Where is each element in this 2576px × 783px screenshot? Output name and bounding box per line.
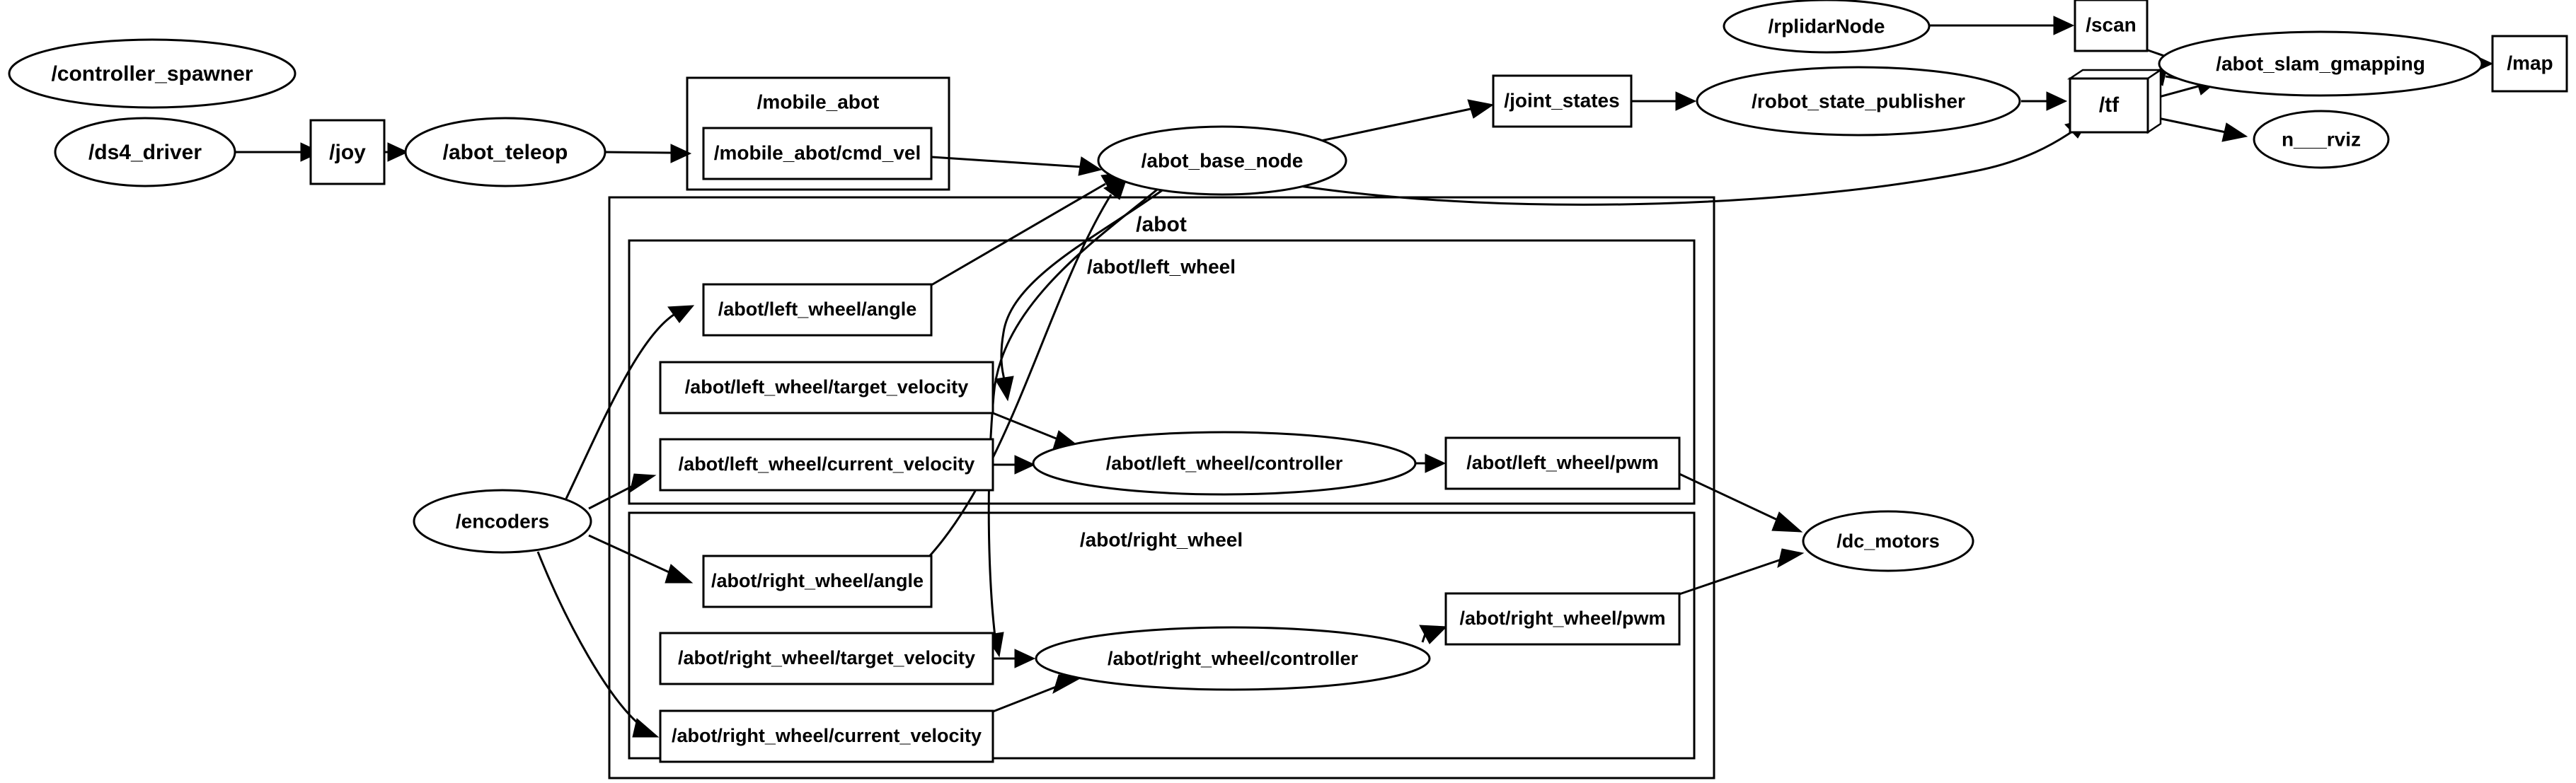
node-robot-state-publisher[interactable]: /robot_state_publisher: [1696, 66, 2021, 137]
edge-encoders-to-right-current-velocity: [536, 551, 660, 738]
abot-teleop-ellipse[interactable]: [404, 117, 606, 187]
rplidar-ellipse[interactable]: [1723, 0, 1931, 54]
edge-encoders-to-right-angle: [588, 534, 694, 584]
edge-right-pwm-to-dc-motors: [1679, 548, 1805, 596]
edge-right-controller-to-right-pwm: [1419, 625, 1448, 644]
edge-abot-base-node-to-left-target-velocity: [994, 184, 1170, 402]
right-wheel-controller-ellipse[interactable]: [1035, 626, 1431, 691]
abot-base-node-ellipse[interactable]: [1097, 125, 1347, 196]
right-wheel-current-velocity-box[interactable]: [659, 709, 994, 763]
node-left-wheel-angle[interactable]: /abot/left_wheel/angle: [702, 283, 933, 337]
edge-right-current-velocity-to-right-controller: [992, 674, 1083, 713]
node-left-wheel-current-velocity[interactable]: /abot/left_wheel/current_velocity: [659, 438, 994, 492]
cluster-abot-right-wheel-label: /abot/right_wheel: [1080, 528, 1243, 550]
nodes-layer: /controller_spawner /ds4_driver /joy /ab…: [8, 0, 2568, 763]
edge-joy-to-abot-teleop: [385, 142, 409, 162]
cluster-abot-box: [608, 196, 1715, 779]
right-wheel-angle-box[interactable]: [702, 555, 933, 608]
node-ds4-driver[interactable]: /ds4_driver: [54, 117, 236, 187]
edge-encoders-to-left-angle: [565, 305, 695, 499]
edge-left-pwm-to-dc-motors: [1679, 472, 1803, 533]
left-wheel-pwm-box[interactable]: [1444, 436, 1681, 490]
edge-right-angle-to-abot-base-node: [926, 178, 1127, 560]
tf-side-face: [2146, 68, 2162, 134]
encoders-ellipse[interactable]: [413, 489, 592, 554]
cluster-mobile-abot-box: [686, 76, 950, 191]
edge-abot-teleop-to-cmd-vel: [605, 144, 692, 163]
controller-spawner-ellipse[interactable]: [8, 38, 297, 109]
node-mobile-abot-cmd-vel[interactable]: /mobile_abot/cmd_vel: [702, 127, 933, 180]
node-abot-teleop[interactable]: /abot_teleop: [404, 117, 606, 187]
tf-front-face[interactable]: [2069, 77, 2149, 134]
node-right-wheel-controller[interactable]: /abot/right_wheel/controller: [1035, 626, 1431, 691]
node-left-wheel-pwm[interactable]: /abot/left_wheel/pwm: [1444, 436, 1681, 490]
node-joint-states[interactable]: /joint_states: [1492, 74, 1633, 128]
edge-cmd-vel-to-abot-base-node: [931, 156, 1103, 176]
node-left-wheel-controller[interactable]: /abot/left_wheel/controller: [1032, 431, 1417, 496]
node-abot-slam-gmapping[interactable]: /abot_slam_gmapping: [2158, 30, 2483, 97]
dc-motors-ellipse[interactable]: [1802, 510, 1974, 572]
edge-left-angle-to-abot-base-node: [931, 172, 1127, 286]
edge-right-target-velocity-to-right-controller: [993, 649, 1036, 668]
cluster-abot-label: /abot: [1136, 213, 1187, 236]
edge-encoders-to-left-current-velocity: [588, 473, 657, 510]
node-map[interactable]: /map: [2491, 35, 2568, 93]
left-wheel-target-velocity-box[interactable]: [659, 361, 994, 414]
right-wheel-target-velocity-box[interactable]: [659, 632, 994, 685]
node-controller-spawner[interactable]: /controller_spawner: [8, 38, 297, 109]
left-wheel-current-velocity-box[interactable]: [659, 438, 994, 492]
cluster-abot-right-wheel-box: [628, 511, 1696, 760]
node-n-rviz[interactable]: n___rviz: [2253, 110, 2390, 169]
scan-box[interactable]: [2074, 0, 2149, 52]
abot-slam-gmapping-ellipse[interactable]: [2158, 30, 2483, 97]
node-right-wheel-target-velocity[interactable]: /abot/right_wheel/target_velocity: [659, 632, 994, 685]
edge-robot-state-publisher-to-tf: [2021, 91, 2068, 111]
node-scan[interactable]: /scan: [2074, 0, 2149, 52]
node-right-wheel-current-velocity[interactable]: /abot/right_wheel/current_velocity: [659, 709, 994, 763]
edge-rplidar-to-scan: [1929, 16, 2075, 35]
edge-joint-states-to-robot-state-publisher: [1632, 91, 1697, 111]
node-abot-base-node[interactable]: /abot_base_node: [1097, 125, 1347, 196]
edge-abot-base-node-to-joint-states: [1317, 99, 1495, 143]
robot-state-publisher-ellipse[interactable]: [1696, 66, 2021, 137]
edge-abot-base-node-to-tf: [1294, 118, 2091, 206]
edge-tf-to-n-rviz: [2151, 115, 2248, 142]
tf-top-face: [2066, 69, 2164, 80]
left-wheel-controller-ellipse[interactable]: [1032, 431, 1417, 496]
map-box[interactable]: [2491, 35, 2568, 93]
n-rviz-ellipse[interactable]: [2253, 110, 2390, 169]
node-encoders[interactable]: /encoders: [413, 489, 592, 554]
edge-left-current-velocity-to-left-controller: [993, 455, 1036, 475]
node-right-wheel-pwm[interactable]: /abot/right_wheel/pwm: [1444, 592, 1681, 646]
joy-box[interactable]: [309, 119, 386, 185]
cluster-mobile-abot-label: /mobile_abot: [757, 91, 880, 112]
node-tf[interactable]: /tf: [2066, 68, 2164, 134]
node-joy[interactable]: /joy: [309, 119, 386, 185]
ds4-driver-ellipse[interactable]: [54, 117, 236, 187]
cluster-abot-left-wheel-label: /abot/left_wheel: [1087, 255, 1236, 277]
node-left-wheel-target-velocity[interactable]: /abot/left_wheel/target_velocity: [659, 361, 994, 414]
edge-ds4-driver-to-joy: [236, 142, 322, 162]
node-dc-motors[interactable]: /dc_motors: [1802, 510, 1974, 572]
mobile-abot-cmd-vel-box[interactable]: [702, 127, 933, 180]
joint-states-box[interactable]: [1492, 74, 1633, 128]
node-right-wheel-angle[interactable]: /abot/right_wheel/angle: [702, 555, 933, 608]
right-wheel-pwm-box[interactable]: [1444, 592, 1681, 646]
left-wheel-angle-box[interactable]: [702, 283, 933, 337]
edge-left-controller-to-left-pwm: [1415, 453, 1447, 473]
node-rplidar[interactable]: /rplidarNode: [1723, 0, 1931, 54]
